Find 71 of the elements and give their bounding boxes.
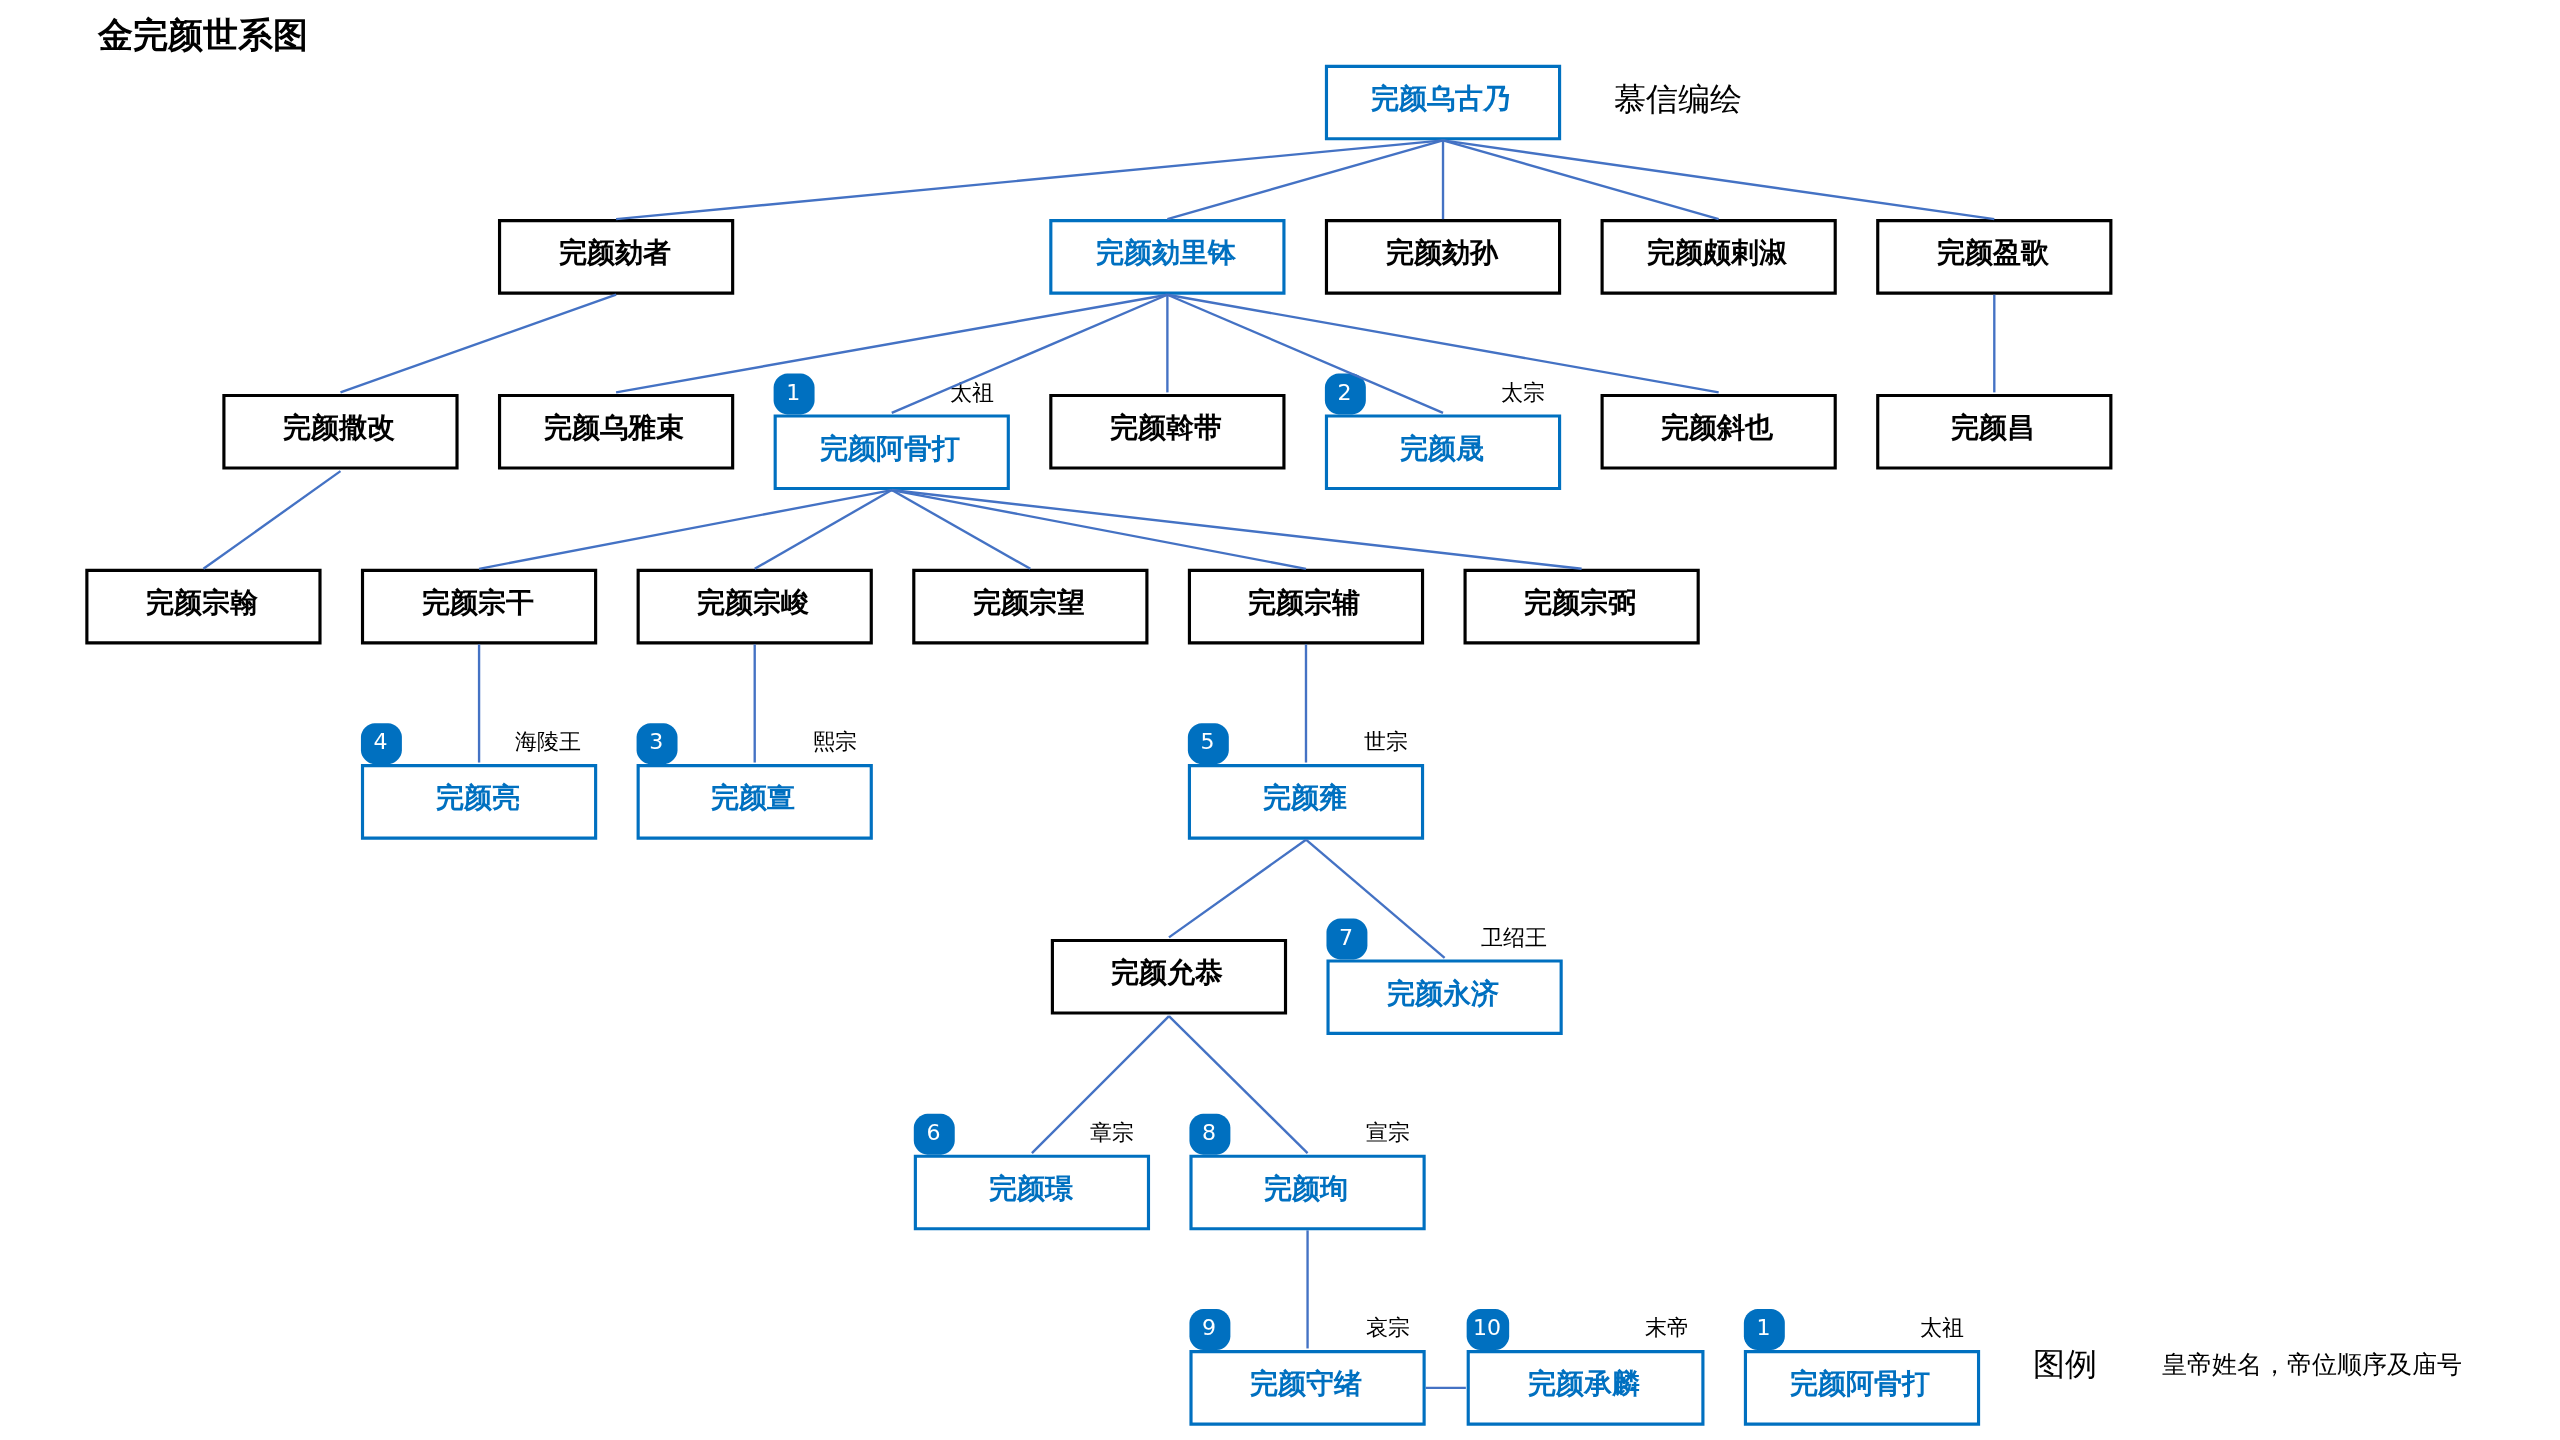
node-box: 完颜宗弼 (1463, 568, 1700, 645)
connector (340, 293, 617, 394)
node-box: 完颜撒改 (222, 393, 459, 470)
node-label: 9 (1202, 1315, 1217, 1341)
connector (615, 293, 1168, 394)
connector (754, 489, 893, 570)
node-box: 完颜劾里钵 (1049, 219, 1286, 295)
node-label: 熙宗 (812, 729, 857, 755)
connector (1167, 139, 1444, 221)
node-label: 太宗 (1501, 379, 1546, 405)
node-box: 完颜昌 (1876, 393, 2113, 470)
node-label: 卫绍王 (1480, 924, 1547, 950)
connector (478, 488, 892, 570)
connector (1441, 140, 1445, 220)
connector (1993, 294, 1996, 393)
connector (891, 488, 1582, 570)
connector (1168, 838, 1307, 939)
node-box: 完颜宗辅 (1187, 568, 1425, 645)
node-box: 完颜乌雅束 (497, 393, 735, 470)
connector (1305, 838, 1446, 959)
node-label: 海陵王 (515, 729, 582, 755)
legend-label: 皇帝姓名，帝位顺序及庙号 (2162, 1350, 2463, 1380)
connector (1168, 1015, 1309, 1154)
connector (891, 293, 1168, 414)
node-label: 6 (926, 1120, 941, 1146)
node-box: 完颜宗峻 (636, 568, 873, 645)
label: 图例 (2033, 1346, 2098, 1383)
connector (1425, 1386, 1466, 1389)
connector (616, 139, 1444, 221)
node-label: 哀宗 (1365, 1315, 1410, 1341)
node-box: 完颜劾者 (497, 219, 735, 295)
node-box: 完颜允恭 (1050, 938, 1288, 1015)
diagram-title: 金完颜世系图 (97, 14, 308, 55)
node-box: 完颜斜也 (1600, 393, 1837, 470)
connector (1304, 644, 1308, 763)
node-label: 5 (1200, 729, 1215, 755)
node-label: 太祖 (1920, 1315, 1965, 1341)
node-box: 完颜宗翰 (85, 568, 322, 645)
connector (1306, 1230, 1309, 1349)
connector (1166, 294, 1169, 393)
node-label: 世宗 (1364, 729, 1409, 755)
connector (891, 489, 1031, 570)
connector (1442, 139, 1719, 221)
node-box: 完颜盈歌 (1876, 219, 2113, 295)
node-box: 完颜颇剌淑 (1600, 219, 1837, 295)
label: 慕信编绘 (1613, 81, 1742, 118)
node-label: 1 (786, 379, 801, 405)
node-box: 完颜宗望 (912, 568, 1149, 645)
node-label: 太祖 (950, 379, 995, 405)
connector (477, 644, 481, 763)
node-label: 3 (649, 729, 664, 755)
connector (1031, 1015, 1170, 1154)
node-label: 10 (1472, 1315, 1502, 1341)
connector (202, 470, 342, 570)
connector (1442, 139, 1995, 221)
connector (891, 488, 1307, 570)
node-label: 章宗 (1090, 1120, 1135, 1146)
node-label: 宣宗 (1365, 1120, 1410, 1146)
node-label: 4 (373, 729, 388, 755)
connector (753, 644, 756, 763)
node-label: 1 (1756, 1315, 1771, 1341)
node-box: 完颜斡带 (1049, 393, 1286, 470)
node-box: 完颜宗干 (360, 568, 598, 645)
node-label: 7 (1339, 924, 1354, 950)
connector (1166, 293, 1444, 414)
connector (1167, 293, 1719, 394)
node-label: 2 (1337, 379, 1352, 405)
node-label: 末帝 (1644, 1315, 1689, 1341)
node-box: 完颜劾孙 (1324, 219, 1562, 295)
node-label: 8 (1202, 1120, 1217, 1146)
node-box: 完颜乌古乃 (1324, 64, 1562, 141)
